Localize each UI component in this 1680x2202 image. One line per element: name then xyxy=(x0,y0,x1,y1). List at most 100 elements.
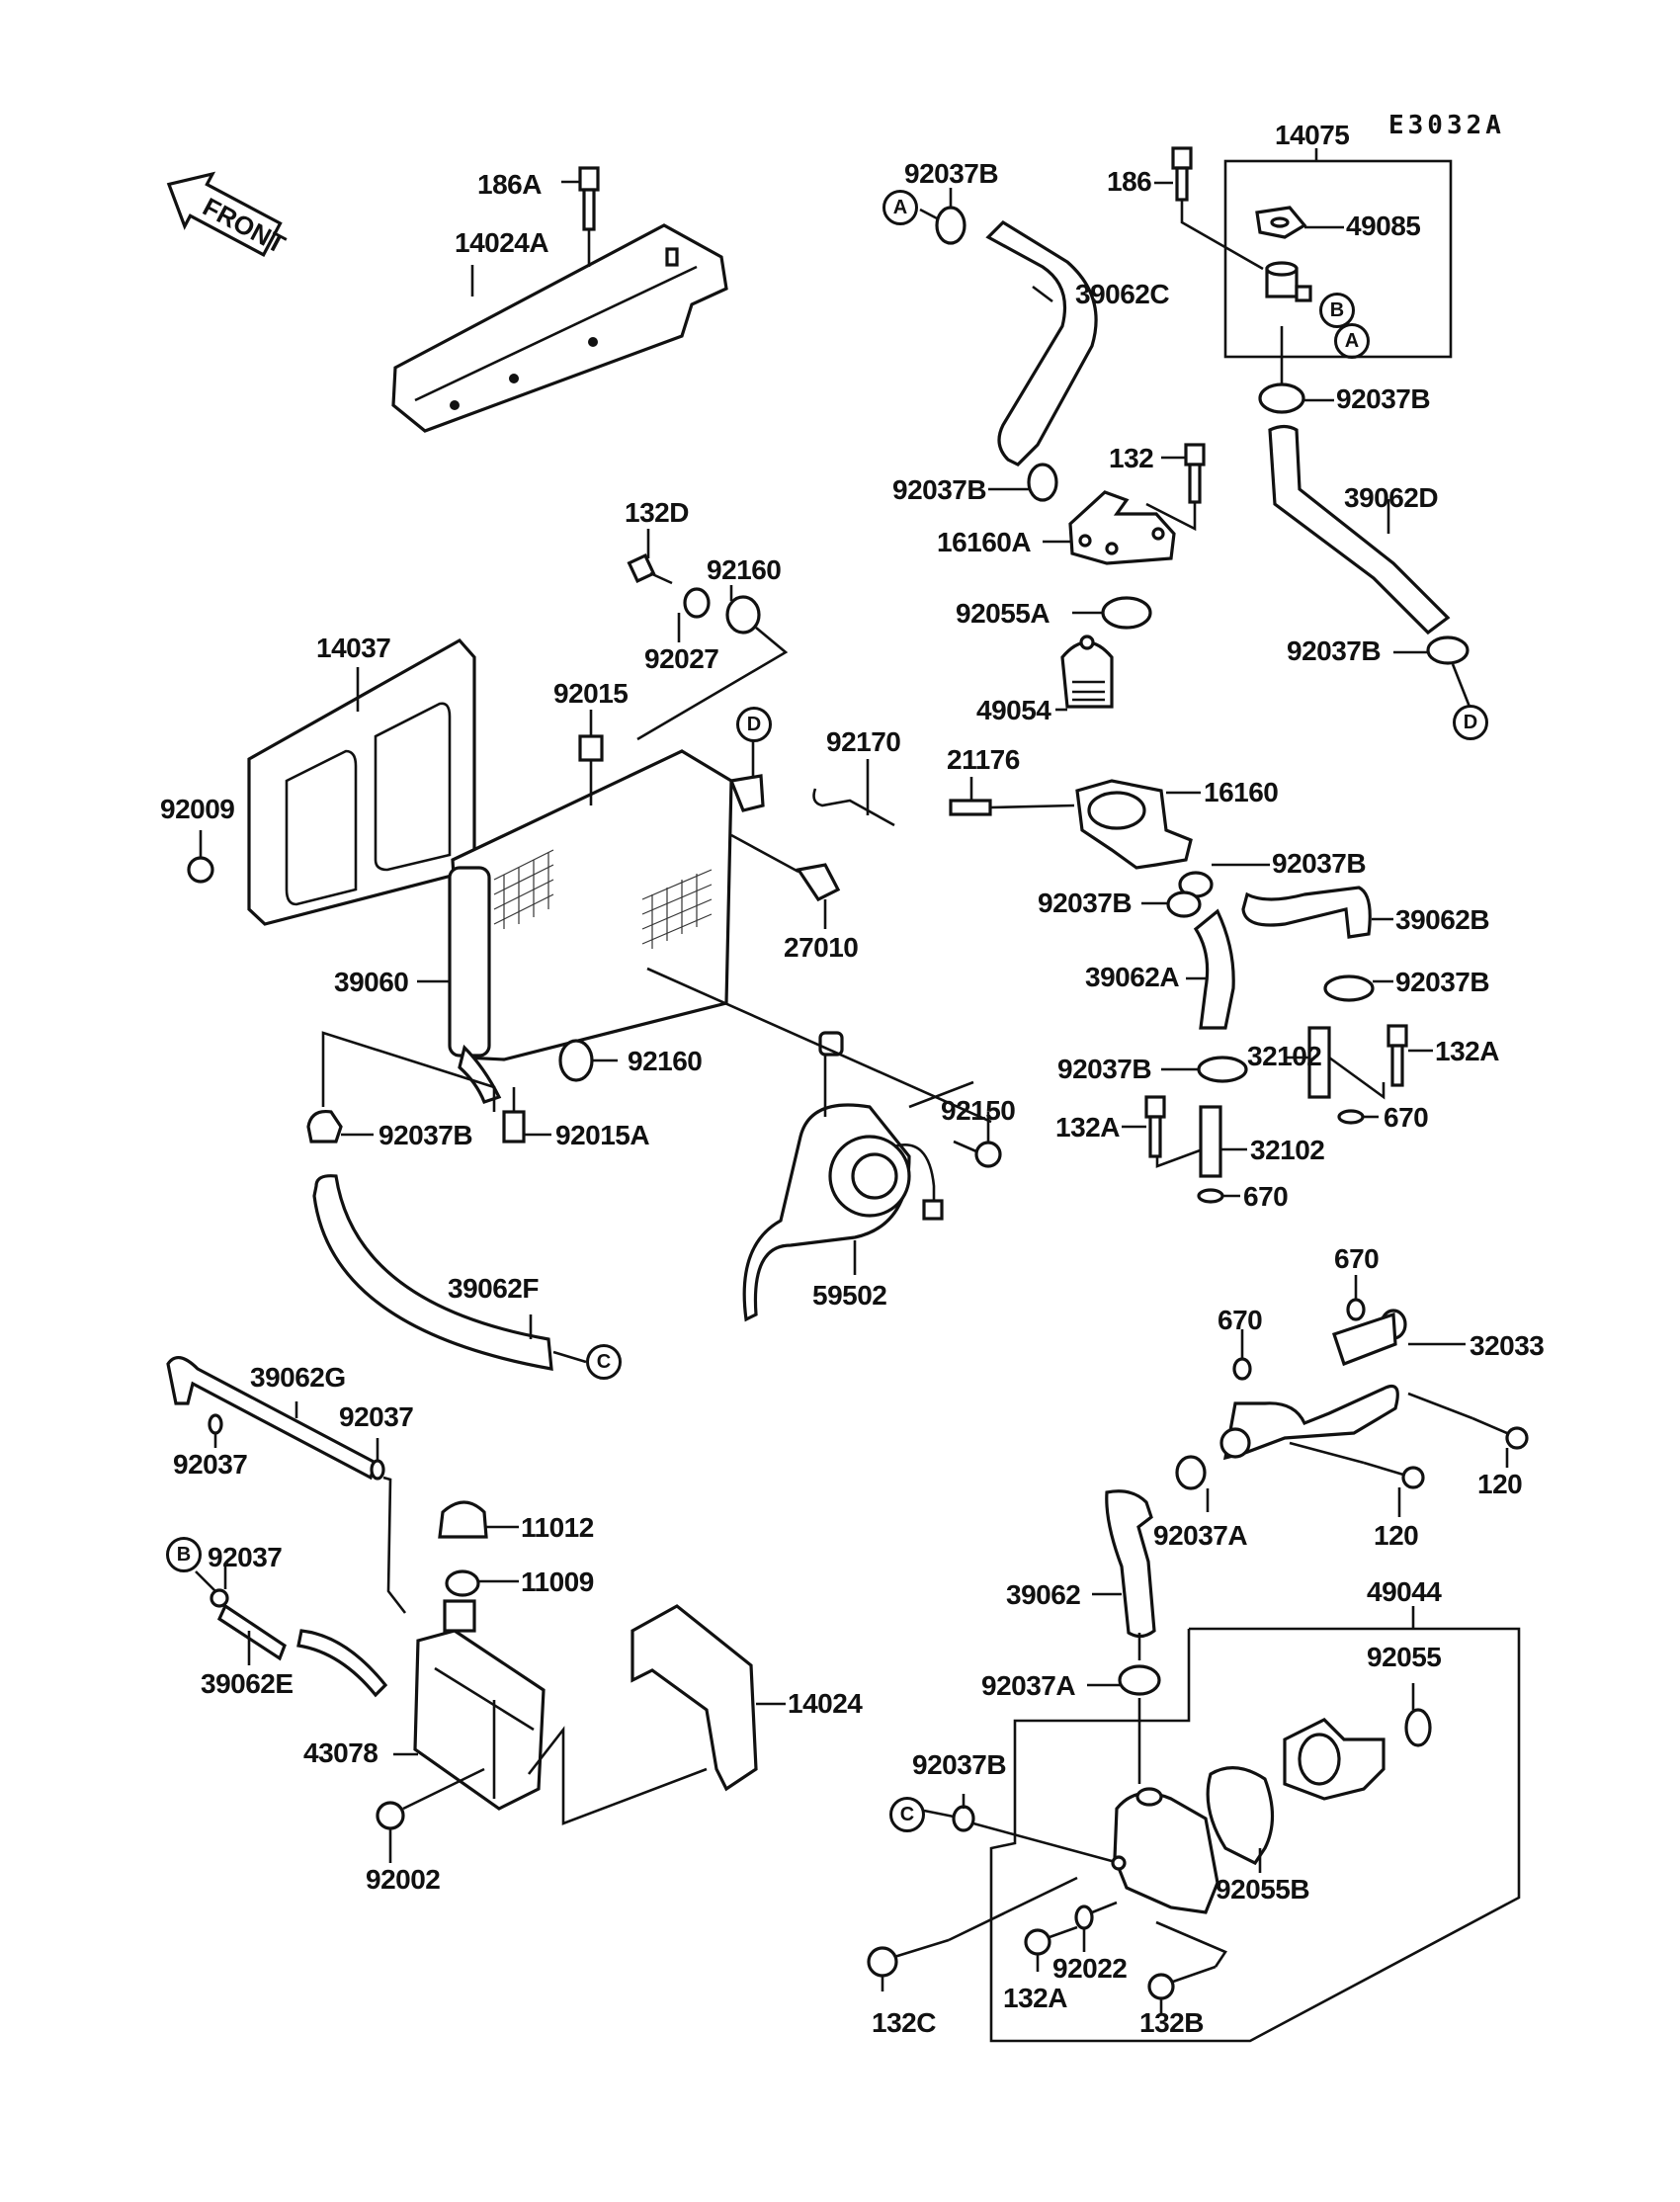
hose-39062D xyxy=(1268,424,1451,635)
hose-clamp-92037B-cap xyxy=(1258,382,1334,414)
part-label-92027: 92027 xyxy=(644,643,719,674)
hose-39062C xyxy=(985,219,1098,466)
part-label-43078: 43078 xyxy=(303,1737,378,1768)
clip-92037-c xyxy=(195,1567,229,1608)
part-label-11012: 11012 xyxy=(521,1512,594,1543)
hose-clamp-92037B-top xyxy=(919,188,966,245)
part-label-92037A: 92037A xyxy=(1153,1520,1248,1551)
part-label-49054: 49054 xyxy=(976,695,1051,725)
part-label-92160: 92160 xyxy=(628,1046,703,1076)
heat-shield-14024A xyxy=(391,223,728,433)
part-label-11009: 11009 xyxy=(521,1567,594,1597)
part-label-92037A: 92037A xyxy=(981,1670,1076,1701)
bolt-120-a xyxy=(1407,1392,1529,1468)
cap-seal-49085 xyxy=(1255,206,1344,239)
wire-clip-92170 xyxy=(812,759,895,827)
part-label-92037: 92037 xyxy=(339,1401,414,1432)
part-label-39062B: 39062B xyxy=(1395,904,1490,935)
temperature-sensor-21176 xyxy=(949,777,1075,816)
part-label-186: 186 xyxy=(1107,166,1152,197)
filler-neck-14075 xyxy=(1265,261,1312,385)
part-label-92150: 92150 xyxy=(941,1095,1016,1126)
part-label-92037B: 92037B xyxy=(912,1749,1007,1780)
water-pump-body xyxy=(1111,1787,1219,1914)
hose-clamp-92037B-r3 xyxy=(1323,974,1375,1002)
part-label-39062: 39062 xyxy=(1006,1579,1081,1610)
thermostat-cover-16160A xyxy=(1043,490,1176,565)
part-label-27010: 27010 xyxy=(784,932,859,963)
part-label-49044: 49044 xyxy=(1367,1576,1442,1607)
part-label-132A: 132A xyxy=(1003,1983,1067,2013)
part-label-132C: 132C xyxy=(872,2007,936,2038)
hose-clamp-92037A-b xyxy=(1087,1664,1161,1784)
hose-clamp-92037B-pump xyxy=(923,1794,1113,1863)
part-label-16160: 16160 xyxy=(1204,777,1279,807)
gasket-92055B xyxy=(1206,1766,1275,1866)
o-ring-92055 xyxy=(1404,1683,1432,1747)
reference-marker-b: B xyxy=(1319,293,1355,328)
part-label-92015: 92015 xyxy=(553,678,629,709)
part-label-39062C: 39062C xyxy=(1075,279,1170,309)
reference-marker-d: D xyxy=(1453,705,1488,740)
reservoir-tank-43078 xyxy=(393,1599,708,1825)
reference-marker-a: A xyxy=(882,190,918,225)
part-label-16160A: 16160A xyxy=(937,527,1032,557)
hose-clamp-92037B-r2 xyxy=(1166,890,1202,918)
radiator-screen-14037 xyxy=(247,637,476,926)
part-label-14075: 14075 xyxy=(1275,120,1350,150)
figure-code: E3032A xyxy=(1388,111,1505,140)
part-label-32033: 32033 xyxy=(1470,1330,1545,1361)
part-label-92037B: 92037B xyxy=(1287,635,1382,666)
fitting-32102-lower xyxy=(1199,1105,1247,1178)
cooling-fan-59502 xyxy=(646,967,992,1322)
bolt-120-b xyxy=(1289,1441,1425,1517)
bolt-132D xyxy=(627,529,673,585)
bolt-132A-upper xyxy=(1386,1024,1433,1087)
part-label-39062F: 39062F xyxy=(448,1273,539,1304)
part-label-120: 120 xyxy=(1374,1520,1419,1551)
hose-39062E xyxy=(216,1603,388,1698)
washer-92022 xyxy=(1074,1901,1118,1952)
fitting-32102-upper xyxy=(1285,1026,1386,1100)
bolt-132A-lower xyxy=(1122,1095,1212,1168)
part-label-132D: 132D xyxy=(625,497,689,528)
part-label-39062D: 39062D xyxy=(1344,482,1439,513)
part-label-32102: 32102 xyxy=(1250,1135,1325,1165)
hose-39062 xyxy=(1105,1489,1156,1639)
assembly-box-14075 xyxy=(1223,159,1453,359)
part-label-59502: 59502 xyxy=(812,1280,887,1311)
bolt-92002 xyxy=(376,1767,485,1863)
part-label-132: 132 xyxy=(1109,443,1154,473)
bolt-186 xyxy=(1154,146,1264,271)
bolt-186A xyxy=(561,166,600,267)
part-label-92037B: 92037B xyxy=(1057,1054,1152,1084)
collar-92027 xyxy=(677,587,711,642)
part-label-92055: 92055 xyxy=(1367,1642,1442,1672)
part-label-32102: 32102 xyxy=(1247,1041,1322,1071)
grommet-92160-top xyxy=(636,585,789,741)
hose-clamp-92037B-d xyxy=(1393,635,1471,708)
front-arrow-icon: FRONT xyxy=(166,171,291,259)
assembly-box-49044 xyxy=(989,1627,1521,2043)
part-label-92037B: 92037B xyxy=(904,158,999,189)
part-label-120: 120 xyxy=(1477,1469,1523,1499)
part-label-92160: 92160 xyxy=(707,554,782,585)
part-label-92170: 92170 xyxy=(826,726,901,757)
part-label-39062A: 39062A xyxy=(1085,962,1180,992)
part-label-92037B: 92037B xyxy=(378,1120,473,1150)
part-label-670: 670 xyxy=(1334,1243,1380,1274)
mount-92015 xyxy=(578,710,604,805)
part-label-92037B: 92037B xyxy=(892,474,987,505)
reference-marker-c: C xyxy=(586,1344,622,1380)
part-label-21176: 21176 xyxy=(947,744,1020,775)
part-label-132B: 132B xyxy=(1139,2007,1204,2038)
part-label-92009: 92009 xyxy=(160,794,235,824)
elbow-fitting-d xyxy=(728,741,765,812)
bolt-132 xyxy=(1145,443,1206,532)
part-label-92022: 92022 xyxy=(1052,1953,1128,1984)
o-ring-670-upper xyxy=(1337,1109,1365,1125)
part-label-39062E: 39062E xyxy=(201,1668,294,1699)
hose-39062B xyxy=(1241,886,1372,939)
part-label-186A: 186A xyxy=(477,169,542,200)
